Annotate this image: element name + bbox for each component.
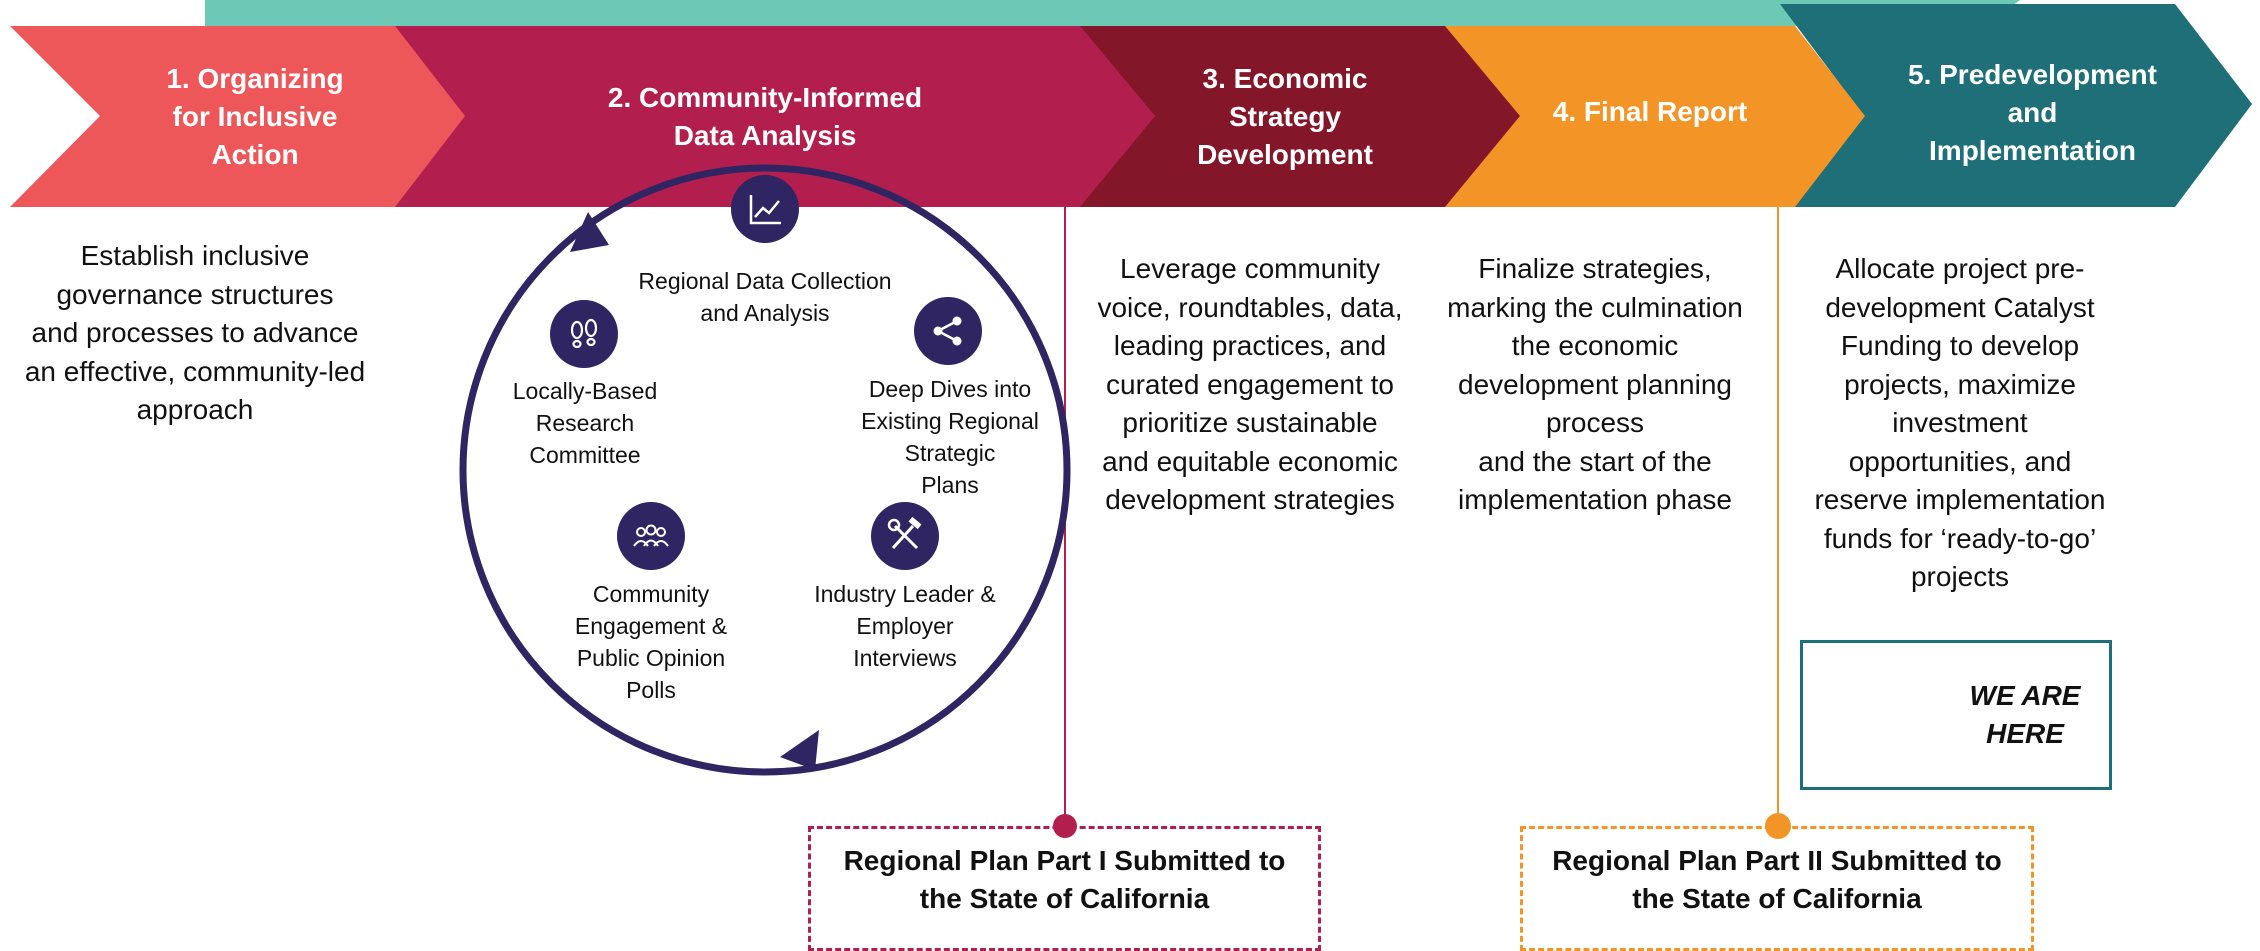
step-1-title: 1. Organizing for Inclusive Action (166, 63, 344, 170)
part2-submission-box: Regional Plan Part II Submitted to the S… (1520, 826, 2034, 951)
part1-submission-box: Regional Plan Part I Submitted to the St… (808, 826, 1321, 951)
step-chevron-5 (1780, 4, 2252, 207)
step-chevron-2 (375, 26, 1155, 207)
step-2-title: 2. Community-Informed Data Analysis (607, 82, 923, 151)
step-chevron-3 (1060, 26, 1520, 207)
tools-icon (871, 502, 939, 570)
activity-research-committee: Locally-Based Research Committee (512, 378, 658, 468)
people-group-icon (617, 502, 685, 570)
step-4-description: Finalize strategies, marking the culmina… (1447, 253, 1743, 515)
step-5-title: 5. Predevelopment and Implementation (1908, 59, 2157, 166)
share-nodes-icon (914, 297, 982, 365)
step-chevron-1 (10, 26, 465, 207)
activity-regional-data: Regional Data Collection and Analysis (638, 268, 892, 326)
step-3-title: 3. Economic Strategy Development (1197, 63, 1373, 170)
activity-community-engagement: Community Engagement & Public Opinion Po… (574, 581, 728, 703)
activity-industry-interviews: Industry Leader & Employer Interviews (814, 581, 996, 671)
footprints-icon (550, 300, 618, 368)
cycle-arrow-top (570, 212, 609, 252)
we-are-here-label: WE ARE HERE (1969, 680, 2081, 749)
step-1-description: Establish inclusive governance structure… (24, 240, 366, 425)
we-are-here-box (1800, 640, 2112, 790)
cycle-circle (459, 164, 1071, 776)
step-5-description: Allocate project pre- development Cataly… (1814, 253, 2106, 592)
top-banner (205, 0, 2020, 26)
cycle-arrow-bottom (780, 730, 819, 770)
step-chevron-4 (1430, 26, 1865, 207)
activity-deep-dives: Deep Dives into Existing Regional Strate… (861, 376, 1039, 498)
step-3-description: Leverage community voice, roundtables, d… (1097, 253, 1403, 515)
step-4-title: 4. Final Report (1552, 96, 1748, 127)
line-chart-icon (731, 175, 799, 243)
